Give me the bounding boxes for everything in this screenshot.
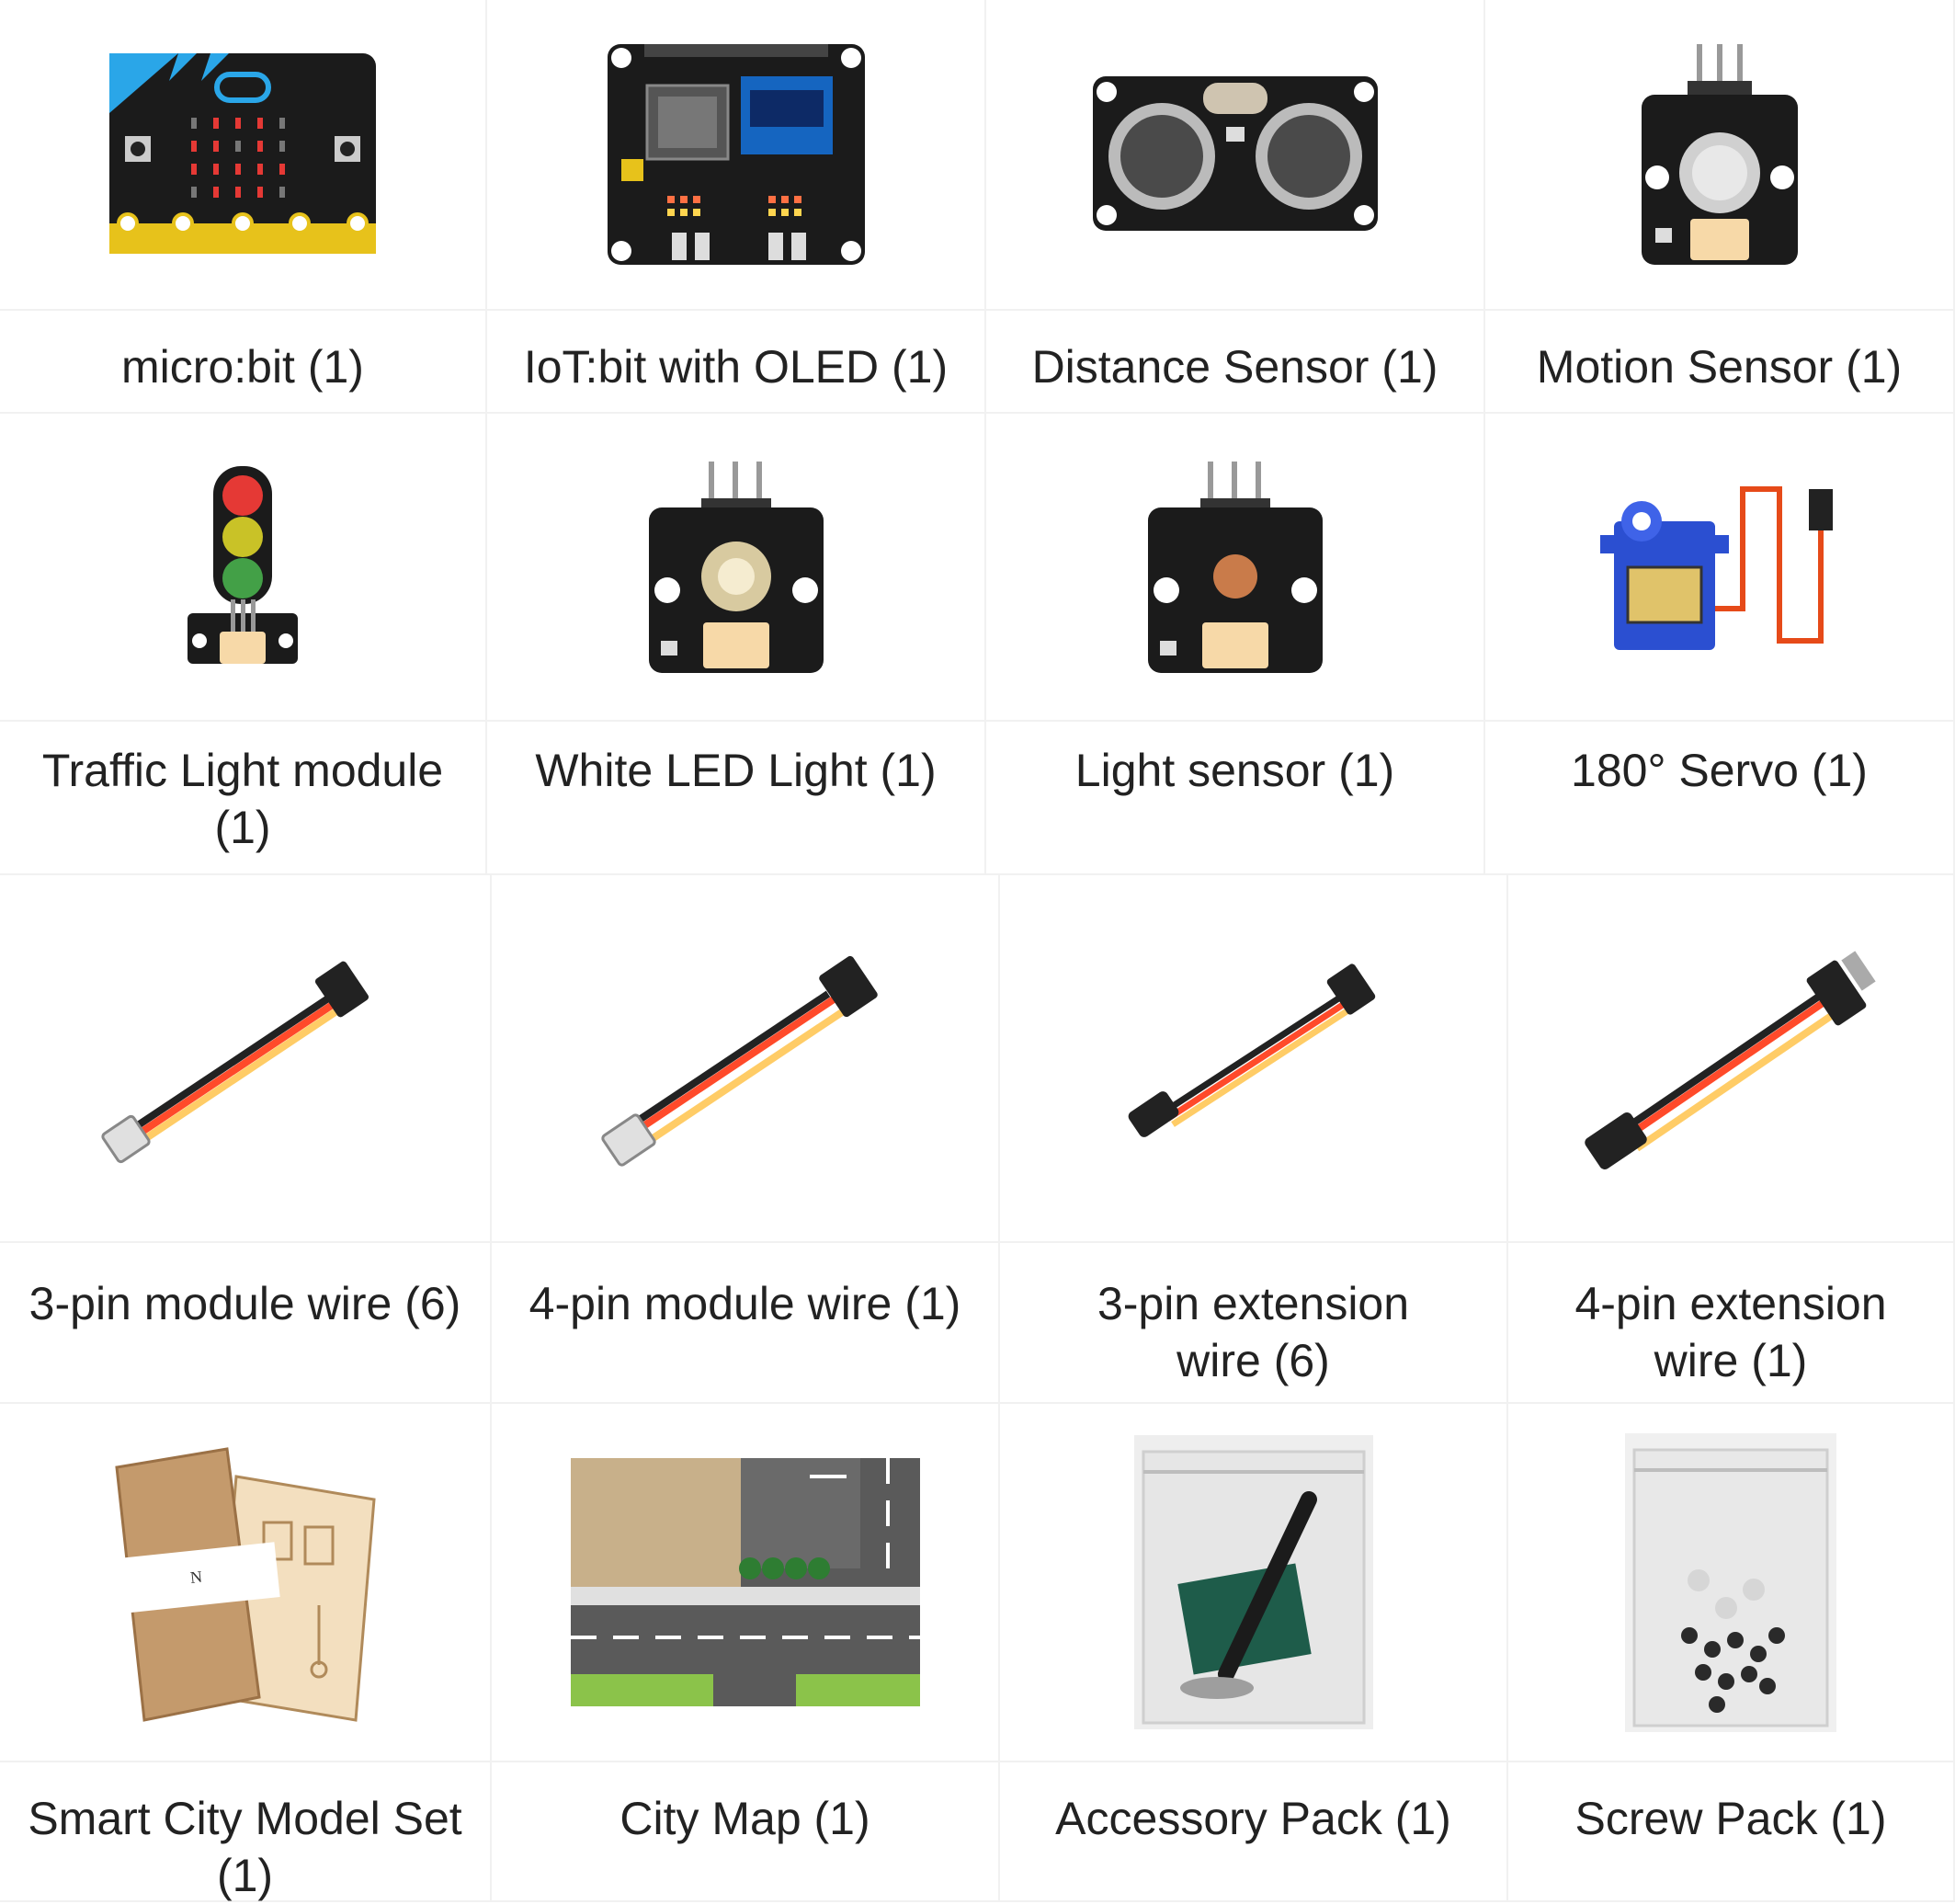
part-image-three-pin-extension: [1000, 875, 1508, 1243]
parts-row-3: 3-pin module wire (6) 4-pin module wire …: [0, 875, 1955, 1404]
part-label-four-pin-wire: 4-pin module wire (1): [492, 1243, 1000, 1404]
ultrasonic-sensor-icon: [1092, 76, 1378, 231]
pir-sensor-icon: [1641, 44, 1798, 265]
part-label-city-map: City Map (1): [492, 1762, 1000, 1902]
part-label-smart-city-model: Smart City Model Set (1): [0, 1762, 492, 1902]
screw-pack-icon: [1625, 1432, 1836, 1732]
accessory-pack-icon: [1133, 1435, 1373, 1729]
part-label-four-pin-extension: 4-pin extension wire (1): [1508, 1243, 1955, 1404]
part-image-light-sensor: [986, 414, 1485, 722]
part-image-motion-sensor: [1485, 0, 1955, 311]
part-label-accessory-pack: Accessory Pack (1): [1000, 1762, 1508, 1902]
part-image-four-pin-extension: [1508, 875, 1955, 1243]
part-label-screw-pack: Screw Pack (1): [1508, 1762, 1955, 1902]
part-label-distance-sensor: Distance Sensor (1): [986, 311, 1485, 414]
part-image-three-pin-wire: [0, 875, 492, 1243]
parts-row-2: Traffic Light module (1) White LED Light…: [0, 414, 1955, 875]
light-sensor-icon: [1147, 461, 1323, 673]
part-label-traffic-light: Traffic Light module (1): [0, 722, 487, 875]
svg-text:N: N: [188, 1568, 202, 1587]
part-image-traffic-light: [0, 414, 487, 722]
part-image-distance-sensor: [986, 0, 1485, 311]
iotbit-board-icon: [607, 44, 865, 265]
city-map-icon: [570, 1458, 920, 1706]
part-image-microbit: [0, 0, 487, 311]
part-label-servo: 180° Servo (1): [1485, 722, 1955, 875]
part-image-servo: [1485, 414, 1955, 722]
servo-icon: [1599, 485, 1833, 650]
part-label-three-pin-wire: 3-pin module wire (6): [0, 1243, 492, 1404]
part-image-white-led: [487, 414, 986, 722]
part-image-four-pin-wire: [492, 875, 1000, 1243]
traffic-light-icon: [188, 465, 298, 664]
microbit-board-icon: [109, 53, 376, 254]
four-pin-wire-icon: [600, 955, 878, 1167]
part-label-iotbit: IoT:bit with OLED (1): [487, 311, 986, 414]
part-image-smart-city-model: N: [0, 1404, 492, 1762]
part-label-microbit: micro:bit (1): [0, 311, 487, 414]
cardboard-set-icon: N: [114, 1447, 376, 1722]
part-label-motion-sensor: Motion Sensor (1): [1485, 311, 1955, 414]
part-label-light-sensor: Light sensor (1): [986, 722, 1485, 875]
led-module-icon: [648, 461, 824, 673]
parts-row-4: N: [0, 1404, 1955, 1902]
part-label-white-led: White LED Light (1): [487, 722, 986, 875]
part-image-screw-pack: [1508, 1404, 1955, 1762]
part-label-three-pin-extension: 3-pin extension wire (6): [1000, 1243, 1508, 1404]
parts-row-1: micro:bit (1) IoT:bit with OLED (1) Dist…: [0, 0, 1955, 414]
part-image-city-map: [492, 1404, 1000, 1762]
three-pin-extension-icon: [1128, 963, 1375, 1137]
part-image-iotbit: [487, 0, 986, 311]
part-image-accessory-pack: [1000, 1404, 1508, 1762]
three-pin-wire-icon: [100, 961, 369, 1164]
four-pin-extension-icon: [1585, 951, 1876, 1170]
